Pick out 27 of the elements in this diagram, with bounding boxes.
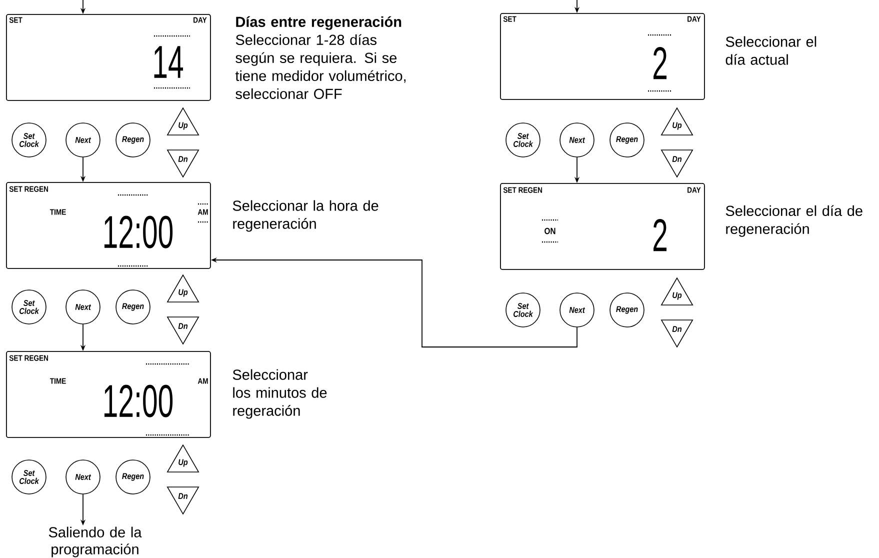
instruction-text: Días entre regeneración bbox=[236, 16, 402, 30]
round-button: Set Clock bbox=[12, 460, 46, 494]
round-button: Set Clock bbox=[12, 122, 46, 158]
instruction-text: Seleccionar la hora de regeneración bbox=[232, 200, 378, 232]
round-button: Set Clock bbox=[506, 292, 540, 328]
round-button: Set Clock bbox=[12, 290, 46, 324]
round-button: Next bbox=[66, 460, 100, 494]
lcd-screen: SET REGEN TIME 12:00 AM bbox=[6, 351, 211, 438]
round-button: Regen bbox=[116, 460, 150, 494]
round-button: Regen bbox=[116, 122, 150, 158]
instruction-text: Seleccionar los minutos de regeración bbox=[232, 369, 327, 419]
round-button: Next bbox=[66, 290, 100, 324]
instruction-text: Seleccionar el día de regeneración bbox=[726, 205, 862, 237]
lcd-screen: SET DAY 14 bbox=[6, 14, 211, 101]
round-button: Set Clock bbox=[506, 122, 540, 158]
lcd-screen: SET REGEN DAY ON 2 bbox=[500, 183, 705, 270]
lcd-screen: SET REGEN TIME 12:00 AM bbox=[6, 182, 211, 269]
round-button: Next bbox=[560, 122, 594, 158]
round-button: Regen bbox=[610, 122, 644, 158]
round-button: Regen bbox=[116, 290, 150, 324]
round-button: Next bbox=[560, 292, 594, 328]
instruction-text: Seleccionar 1-28 días según se requiera. Si se tiene medidor volumétrico, seleccionar OFF bbox=[235, 34, 406, 100]
lcd-screen: SET DAY 2 bbox=[500, 13, 705, 100]
round-button: Regen bbox=[610, 292, 644, 328]
instruction-text: Seleccionar el día actual bbox=[726, 36, 816, 65]
round-button: Next bbox=[66, 122, 100, 158]
exit-text: Saliendo de la programación bbox=[48, 526, 142, 558]
